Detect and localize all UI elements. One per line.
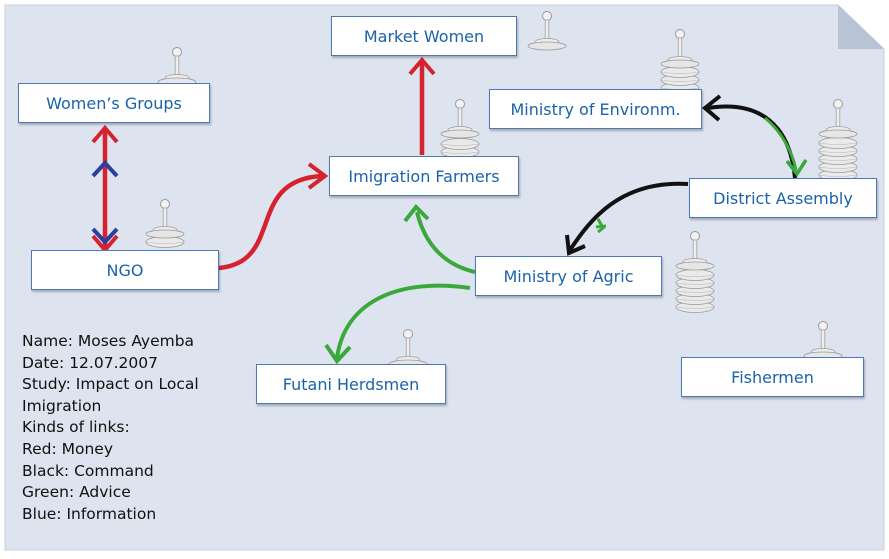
- legend-date: Date: 12.07.2007: [22, 353, 158, 372]
- node-district-assembly[interactable]: District Assembly: [689, 178, 877, 218]
- node-ministry-agric[interactable]: Ministry of Agric: [475, 256, 662, 296]
- node-market-women[interactable]: Market Women: [331, 16, 517, 56]
- link-immigration-farmers-to-market-women: [408, 56, 436, 155]
- legend-green: Green: Advice: [22, 483, 131, 502]
- legend-study-line-2: Imigration: [22, 396, 102, 415]
- legend-kinds-heading: Kinds of links:: [22, 418, 130, 437]
- node-womens-groups[interactable]: Women’s Groups: [18, 83, 210, 123]
- link-ministry-agric-to-immigration-farmers: [403, 203, 476, 274]
- paper-background: [4, 4, 885, 551]
- link-ngo-to-immigration-farmers: [216, 162, 329, 271]
- link-ngo-womens-groups-information: [91, 160, 119, 245]
- legend-red: Red: Money: [22, 439, 113, 458]
- paper-fold-corner: [838, 5, 884, 49]
- node-ngo[interactable]: NGO: [31, 250, 219, 290]
- legend-black: Black: Command: [22, 461, 154, 480]
- study-legend: Name: Moses Ayemba Date: 12.07.2007 Stud…: [22, 331, 237, 525]
- legend-blue: Blue: Information: [22, 504, 157, 523]
- link-district-assembly-ministry-environment: [701, 94, 808, 179]
- legend-name: Name: Moses Ayemba: [22, 332, 195, 350]
- node-immigration-farmers[interactable]: Imigration Farmers: [329, 156, 519, 196]
- node-futani-herdsmen[interactable]: Futani Herdsmen: [256, 364, 446, 404]
- node-fishermen[interactable]: Fishermen: [681, 357, 864, 397]
- link-ministry-agric-to-futani-herdsmen: [324, 283, 471, 365]
- node-ministry-environment[interactable]: Ministry of Environm.: [489, 89, 702, 129]
- legend-study-line-1: Study: Impact on Local: [22, 375, 199, 394]
- link-district-assembly-ministry-agric: [565, 181, 689, 256]
